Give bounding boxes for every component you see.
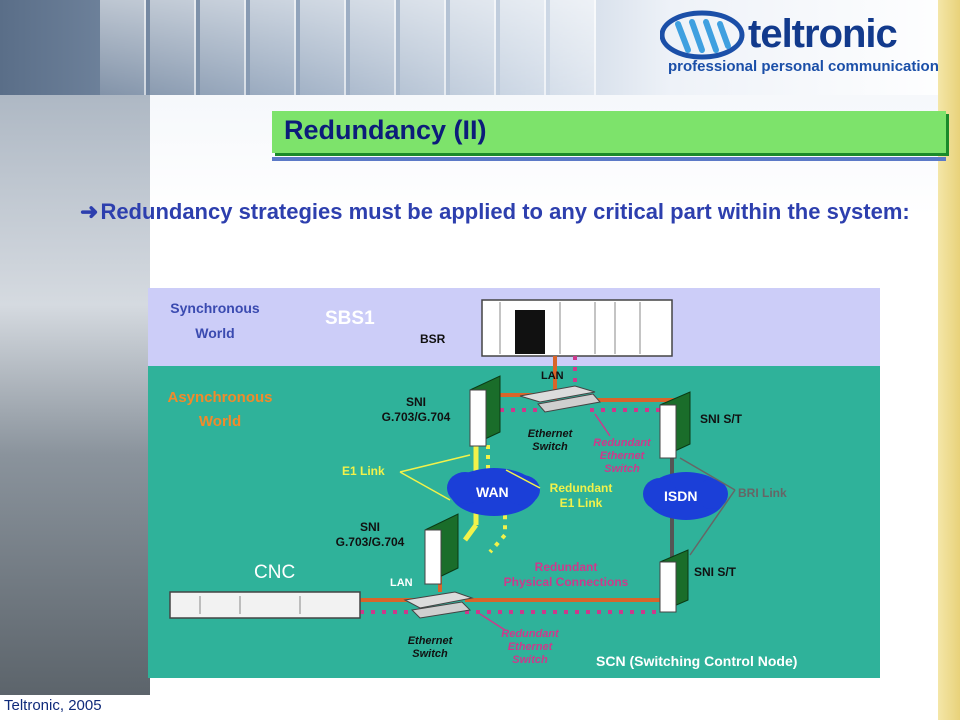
ethernet-switch-top-label: Ethernet Switch	[515, 428, 585, 454]
red-eth-top-line1: Redundant	[593, 437, 651, 449]
red-phys-line1: Redundant	[534, 560, 598, 574]
eth-bot-line1: Ethernet	[407, 635, 453, 647]
sync-line2: World	[195, 325, 235, 341]
e1-pointer-lines	[399, 454, 471, 501]
eth-top-line1: Ethernet	[527, 428, 573, 440]
red-eth-bot-line3: Switch	[512, 654, 548, 666]
header-stripe	[550, 0, 596, 95]
synchronous-world-label: Synchronous World	[150, 296, 280, 346]
red-eth-top-line3: Switch	[604, 463, 640, 475]
red-e1-line1: Redundant	[549, 481, 613, 495]
sni-card-bottom	[424, 513, 459, 585]
header-stripe	[100, 0, 146, 95]
eth-bot-line2: Switch	[412, 648, 448, 660]
redundant-ethernet-switch-bottom-label: Redundant Ethernet Switch	[490, 628, 570, 667]
header-band	[0, 0, 960, 95]
sni-st-card-bottom	[659, 549, 689, 613]
bullet-point: ➜Redundancy strategies must be applied t…	[80, 196, 940, 227]
redundant-physical-connections-label: Redundant Physical Connections	[476, 560, 656, 590]
asynchronous-world-label: Asynchronous World	[150, 386, 290, 434]
eth-top-line2: Switch	[532, 441, 568, 453]
page-title: Redundancy (II)	[284, 115, 487, 145]
async-line2: World	[198, 413, 242, 430]
teltronic-logo: teltronic professional personal communic…	[659, 10, 939, 80]
sni-st-card-top	[659, 391, 691, 459]
red-eth-bot-line1: Redundant	[501, 628, 559, 640]
cnc-label: CNC	[254, 562, 296, 583]
redundant-switch-pointer-lines	[479, 413, 611, 631]
header-stripe	[200, 0, 246, 95]
redundant-e1-pointer-line	[505, 469, 541, 489]
logo-wordmark: teltronic	[748, 12, 898, 56]
header-stripe	[450, 0, 496, 95]
header-stripe	[350, 0, 396, 95]
bri-link-label: BRI Link	[738, 486, 787, 500]
isdn-cloud	[643, 472, 728, 520]
right-accent-strip	[938, 0, 960, 720]
red-eth-top-line2: Ethernet	[599, 450, 645, 462]
sni-bot-line2: G.703/G.704	[335, 535, 405, 549]
red-e1-line2: E1 Link	[559, 496, 603, 510]
header-stripe	[500, 0, 546, 95]
lan-top-label: LAN	[541, 370, 564, 382]
sni-top-label: SNI G.703/G.704	[366, 395, 466, 425]
scn-label: SCN (Switching Control Node)	[596, 653, 798, 669]
header-stripe	[400, 0, 446, 95]
sni-bot-line1: SNI	[359, 520, 380, 534]
logo-tagline: professional personal communication	[668, 58, 939, 75]
e1-link-label: E1 Link	[342, 464, 385, 478]
sni-card-top	[469, 375, 501, 447]
bsr-label: BSR	[420, 332, 446, 346]
wan-label: WAN	[476, 484, 509, 500]
header-stripe	[150, 0, 196, 95]
red-eth-bot-line2: Ethernet	[507, 641, 553, 653]
sni-st-top-label: SNI S/T	[700, 412, 743, 426]
ethernet-switch-bottom-label: Ethernet Switch	[395, 635, 465, 661]
bri-pointer-lines	[679, 457, 736, 556]
title-underline	[272, 157, 946, 161]
footer-text: Teltronic, 2005	[4, 697, 102, 714]
sni-st-bottom-label: SNI S/T	[694, 565, 737, 579]
async-line1: Asynchronous	[167, 389, 273, 406]
redundant-links	[360, 356, 660, 614]
sni-top-line1: SNI	[405, 395, 426, 409]
isdn-label: ISDN	[664, 488, 698, 504]
bsr-rack	[481, 299, 673, 357]
logo-wave-icon	[659, 10, 745, 60]
header-stripe	[250, 0, 296, 95]
header-stripe	[300, 0, 346, 95]
ethernet-switch-top	[519, 385, 601, 413]
redundant-e1-link-label: Redundant E1 Link	[533, 481, 629, 511]
sbs1-label: SBS1	[325, 308, 375, 329]
asynchronous-world-zone	[148, 366, 880, 678]
bullet-arrow-icon: ➜	[80, 199, 99, 224]
redundant-ethernet-switch-top-label: Redundant Ethernet Switch	[582, 437, 662, 476]
bullet-text: Redundancy strategies must be applied to…	[100, 199, 910, 224]
dashboard-photo	[0, 95, 150, 695]
sni-bottom-label: SNI G.703/G.704	[320, 520, 420, 550]
sni-top-line2: G.703/G.704	[381, 410, 451, 424]
title-bar: Redundancy (II)	[272, 111, 946, 153]
sync-line1: Synchronous	[170, 300, 260, 316]
ethernet-switch-bottom	[403, 591, 474, 619]
cnc-rack	[169, 591, 361, 619]
lan-bottom-label: LAN	[390, 577, 413, 589]
red-phys-line2: Physical Connections	[503, 575, 629, 589]
